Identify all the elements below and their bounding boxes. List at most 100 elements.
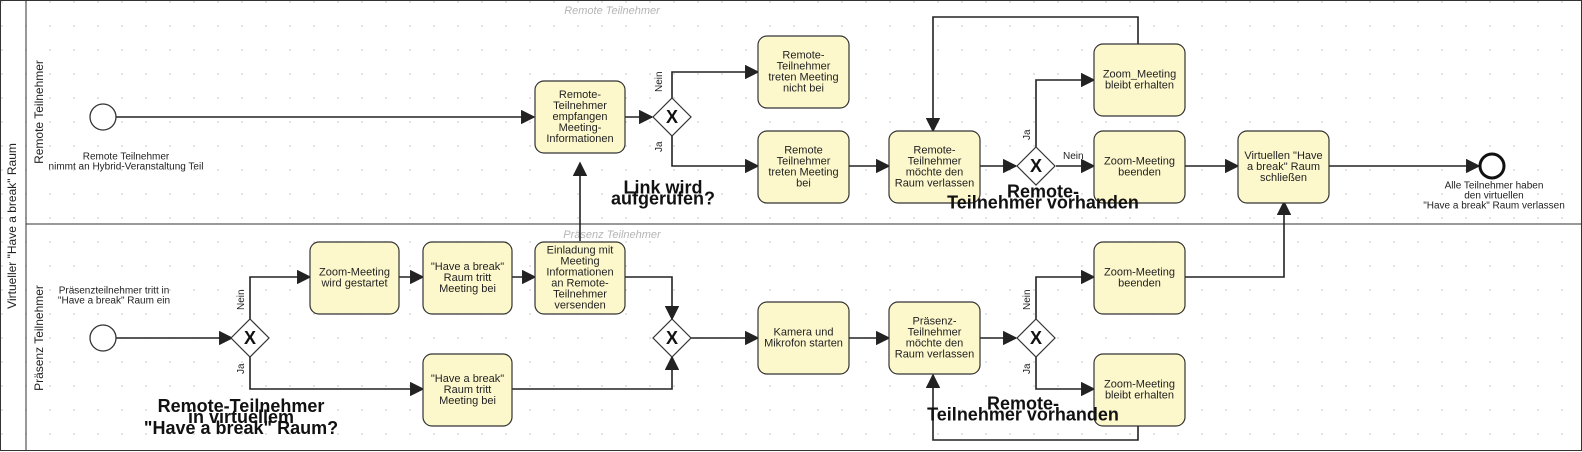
- label-line: Raum verlassen: [895, 177, 974, 189]
- flow-gw-remote-yes: [1035, 72, 1096, 147]
- start-event-remote: [89, 103, 117, 131]
- flow-gw-room-no: [249, 269, 312, 320]
- task-box: [534, 80, 626, 154]
- label-line: treten Meeting: [768, 166, 838, 178]
- label-line: "Have a break" Raum?: [144, 418, 338, 438]
- branch-label-no: Nein: [1063, 151, 1084, 162]
- label-line: nimmt an Hybrid-Veranstaltung Teil: [49, 162, 204, 173]
- branch-label-yes: Ja: [1022, 363, 1033, 374]
- label-line: bleibt erhalten: [1105, 79, 1174, 91]
- sequence-flows: [116, 16, 1481, 441]
- branch-labels: Nein Ja Ja Nein Nein Ja Nein Ja: [236, 71, 1084, 374]
- label-line: "Have a break" Raum ein: [58, 296, 170, 307]
- tasks: Remote-TeilnehmerempfangenMeeting-Inform…: [309, 35, 1330, 427]
- label-line: Remote-: [559, 89, 602, 101]
- label-line: Remote-: [782, 49, 825, 61]
- task-box: [422, 353, 513, 427]
- label-line: Teilnehmer vorhanden: [927, 404, 1119, 424]
- task-box: [1093, 353, 1186, 427]
- exclusive-gateway-x-icon: X: [244, 328, 256, 348]
- label-line: Meeting bei: [439, 395, 496, 407]
- label-line: Remote-: [1007, 181, 1079, 201]
- flow-keep-loop-back: [925, 16, 1139, 133]
- flow-gw2-yes: [1035, 357, 1096, 397]
- label-line: treten Meeting: [768, 71, 838, 83]
- branch-label-no: Nein: [236, 289, 247, 310]
- gateway-g-merge[interactable]: X: [652, 318, 692, 358]
- label-line: beenden: [1118, 166, 1161, 178]
- flow-keep2-loop-back: [925, 373, 1139, 441]
- task-box: [1093, 43, 1186, 117]
- flow-gw-link-yes: [671, 136, 760, 174]
- label-line: Zoom-Meeting: [319, 266, 390, 278]
- gateway-diamond: [1016, 146, 1056, 186]
- label-line: bei: [796, 177, 811, 189]
- label-line: "Have a break": [431, 261, 504, 273]
- exclusive-gateway-x-icon: X: [666, 107, 678, 127]
- label-line: Teilnehmer: [908, 155, 962, 167]
- label-line: Einladung mit: [547, 244, 614, 256]
- label-line: Zoom-Meeting: [1104, 155, 1175, 167]
- label-line: Raum tritt: [444, 384, 492, 396]
- label-line: Virtuellen "Have: [1244, 150, 1322, 162]
- label-line: an Remote-: [551, 277, 609, 289]
- label-line: den virtuellen: [1464, 191, 1523, 202]
- label-line: Teilnehmer: [777, 155, 831, 167]
- lane-watermark-remote: Remote Teilnehmer: [564, 5, 661, 17]
- label-line: Mikrofon starten: [764, 337, 843, 349]
- lane-title-remote: Remote Teilnehmer: [32, 60, 46, 164]
- task-box: [534, 241, 626, 315]
- task-t-receive[interactable]: Remote-TeilnehmerempfangenMeeting-Inform…: [534, 80, 626, 154]
- label-line: in virtuellem: [188, 407, 294, 427]
- gateway-diamond: [652, 97, 692, 137]
- flow-gw-link-no: [671, 64, 760, 98]
- label-line: Remote-: [913, 144, 956, 156]
- exclusive-gateway-x-icon: X: [666, 328, 678, 348]
- gateway-diamond: [1016, 318, 1056, 358]
- label-line: beenden: [1118, 277, 1161, 289]
- label-line: wird gestartet: [320, 277, 387, 289]
- label-line: Remote-Teilnehmer: [158, 396, 325, 416]
- label-line: Remote-: [987, 393, 1059, 413]
- pool-title: Virtueller "Have a break" Raum: [5, 143, 19, 309]
- label-line: "Have a break" Raum verlassen: [1423, 201, 1565, 212]
- branch-label-no: Nein: [654, 71, 665, 92]
- task-box: [888, 301, 981, 375]
- task-box: [757, 35, 850, 109]
- task-box: [422, 241, 513, 315]
- task-box: [1093, 130, 1186, 204]
- label-line: versenden: [554, 299, 605, 311]
- label-line: Alle Teilnehmer haben: [1445, 181, 1544, 192]
- label-line: Teilnehmer vorhanden: [947, 192, 1139, 212]
- label-line: Präsenz-: [912, 315, 956, 327]
- task-box: [757, 130, 850, 204]
- flow-end2-to-close: [1185, 200, 1292, 278]
- label-line: Teilnehmer: [553, 288, 607, 300]
- label-line: Präsenzteilnehmer tritt in: [59, 286, 170, 297]
- label-line: Teilnehmer: [777, 60, 831, 72]
- label-line: Raum tritt: [444, 272, 492, 284]
- branch-label-yes: Ja: [236, 363, 247, 374]
